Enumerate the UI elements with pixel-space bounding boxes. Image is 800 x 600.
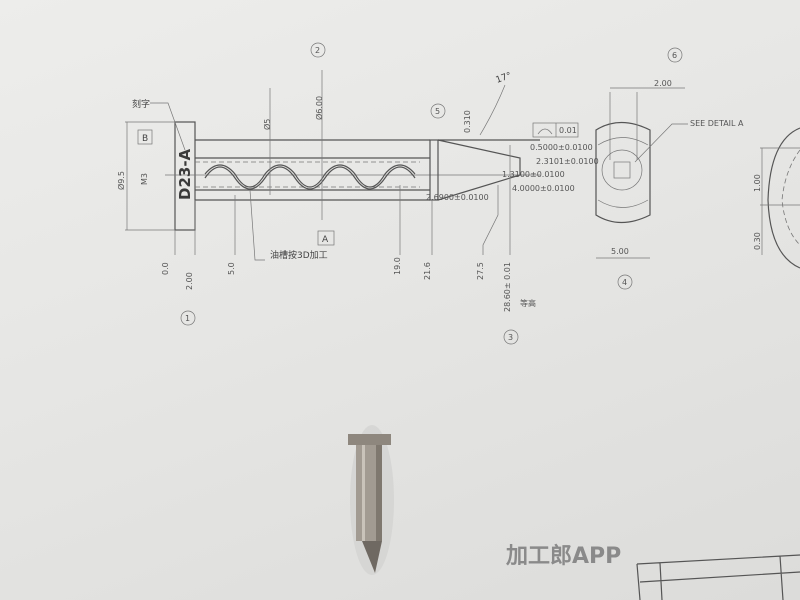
profile-icon	[537, 128, 553, 135]
profile-tolerance-frame	[532, 122, 579, 138]
datum-a-box	[317, 230, 335, 246]
dim-right-1: 0.5000±0.0100	[530, 143, 593, 152]
dia-left: Ø9.5	[116, 171, 126, 190]
x-pos-5: 27.5	[476, 262, 485, 280]
dim-lower: 2.6900±0.0100	[426, 193, 489, 202]
x-pos-1: 2.00	[185, 272, 194, 290]
x-pos-2: 5.0	[227, 262, 236, 275]
metal-part-photo	[348, 425, 394, 575]
profile-tol: 0.01	[559, 126, 577, 135]
circle-3: 3	[508, 333, 513, 342]
datum-b-box	[137, 129, 153, 145]
title-block	[636, 554, 800, 600]
datum-b: B	[142, 134, 148, 144]
oil-groove-wave	[204, 166, 416, 190]
thread: M3	[140, 173, 149, 185]
end-view-width: 5.00	[611, 247, 629, 256]
side-view	[125, 70, 540, 261]
watermark: 加工郎APP	[505, 543, 621, 569]
end-view-top: 2.00	[654, 79, 672, 88]
x-pos-3: 19.0	[393, 257, 402, 275]
detail-dim-1: 1.00	[753, 174, 762, 192]
angle: 17°	[495, 71, 513, 86]
dia-small: Ø5	[262, 119, 272, 130]
dim-right-2: 2.3101±0.0100	[536, 157, 599, 166]
groove-note: 油槽按3D加工	[270, 249, 328, 261]
datum-a: A	[322, 235, 329, 245]
dim-right-4: 4.0000±0.0100	[512, 184, 575, 193]
circle-4: 4	[622, 278, 627, 287]
x-pos-4: 21.6	[423, 262, 432, 280]
circle-1: 1	[185, 314, 190, 323]
detail-dim-2: 0.30	[753, 232, 762, 250]
equal-height: 等高	[520, 298, 536, 308]
circle-2: 2	[315, 46, 320, 55]
tip-dim: 0.310	[463, 110, 472, 133]
circle-6: 6	[672, 51, 677, 60]
detail-view	[760, 127, 800, 269]
circle-5: 5	[435, 107, 440, 116]
dim-right-3: 1.3100±0.0100	[502, 170, 565, 179]
see-detail: SEE DETAIL A	[690, 119, 744, 128]
engraving-note: 刻字	[132, 98, 150, 110]
end-view	[595, 87, 688, 259]
x-pos-0: 0.0	[161, 262, 170, 275]
x-pos-6: 28.60± 0.01	[503, 262, 512, 312]
part-mark: D23-A	[176, 148, 194, 200]
circled-labels: 1 2 3 4 5 6	[180, 42, 683, 345]
dia-main: Ø6.00	[314, 96, 324, 120]
